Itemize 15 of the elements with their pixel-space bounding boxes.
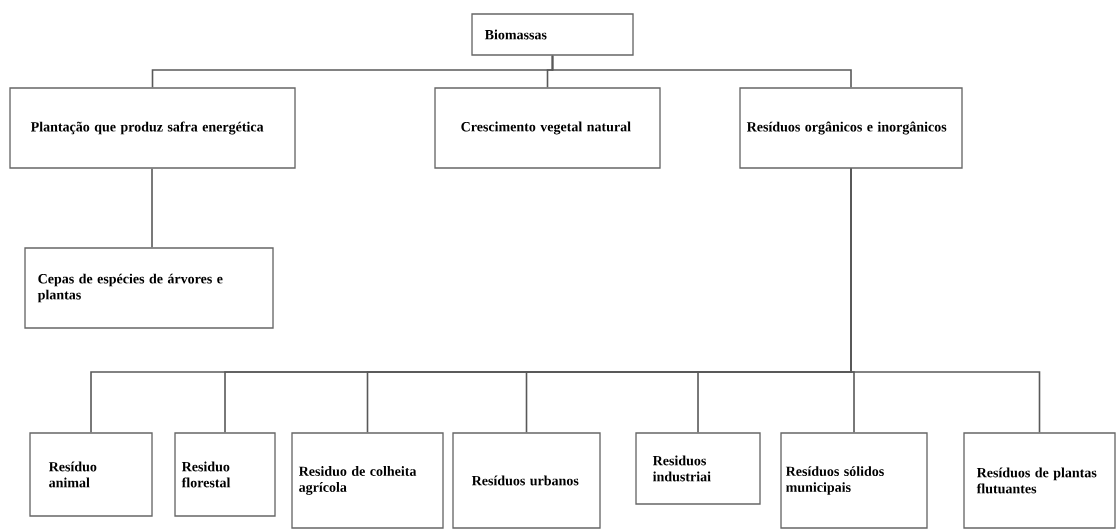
category-box: Cepas de espécies de árvores e plantas [24,247,274,329]
category-box: Crescimento vegetal natural [434,87,661,169]
category-box: Residuo de colheita agrícola [291,432,444,529]
connector-line [151,167,153,249]
connector-line [551,54,852,89]
category-box: Resíduo animal [29,432,153,517]
category-box: Residuo florestal [174,432,276,517]
category-box: Biomassas [471,13,634,56]
category-box: Residuos industriai [635,432,761,505]
category-box: Resíduos de plantas flutuantes [963,432,1116,529]
connector-line [850,167,1041,434]
category-box: Resíduos urbanos [452,432,601,529]
category-box: Resíduos sólidos municipais [780,432,928,529]
category-box: Resíduos orgânicos e inorgânicos [739,87,963,169]
category-box: Plantação que produz safra energética [9,87,296,169]
